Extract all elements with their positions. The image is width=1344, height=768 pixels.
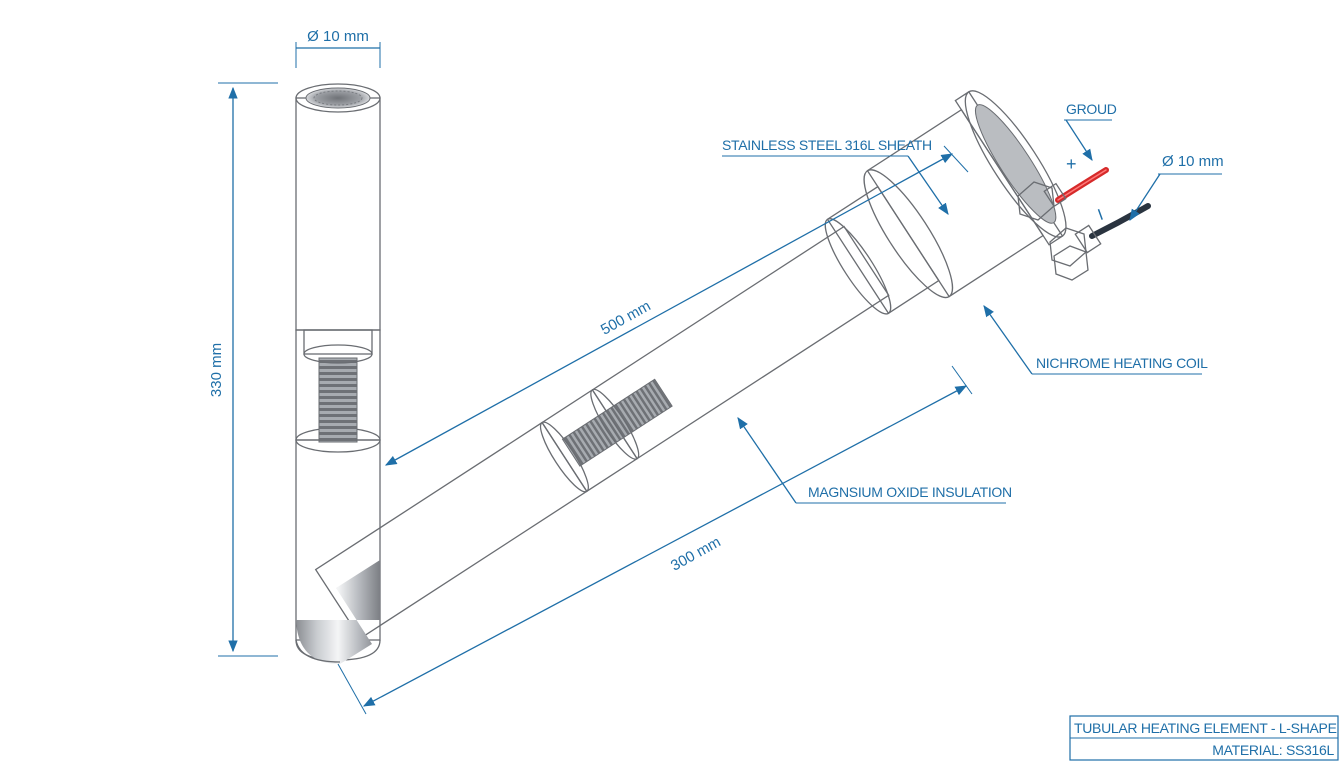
plus-sign: + (1066, 154, 1076, 174)
callout-coil: NICHROME HEATING COIL (983, 305, 1208, 375)
coil-label: NICHROME HEATING COIL (1036, 355, 1208, 371)
callout-diameter-wire: Ø 10 mm (1129, 153, 1224, 221)
title-block-material: MATERIAL: SS316L (1212, 742, 1334, 758)
minus-sign: I (1096, 207, 1106, 224)
height-label: 330 mm (208, 343, 225, 397)
diameter-top-label: Ø 10 mm (307, 28, 369, 45)
terminal-positive (1017, 167, 1109, 221)
diameter-wire-label: Ø 10 mm (1162, 153, 1224, 170)
callout-ground: GROUD (1064, 101, 1117, 161)
sheath-label: STAINLESS STEEL 316L SHEATH (722, 137, 932, 153)
ground-label: GROUD (1066, 101, 1117, 117)
callout-sheath: STAINLESS STEEL 316L SHEATH (722, 137, 949, 215)
dimension-height: 330 mm (208, 82, 278, 657)
insulation-label: MAGNSIUM OXIDE INSULATION (808, 484, 1012, 500)
dimension-length-long: 500 mm (384, 145, 969, 466)
length-long-label: 500 mm (598, 297, 654, 338)
elbow-edge (295, 639, 341, 663)
horizontal-tube (314, 90, 1067, 640)
vertical-leg (295, 83, 381, 661)
dimension-length-short: 300 mm (337, 365, 973, 715)
callout-insulation: MAGNSIUM OXIDE INSULATION (737, 417, 1012, 504)
title-block: TUBULAR HEATING ELEMENT - L-SHAPE MATERI… (1069, 715, 1339, 761)
terminal-negative (1049, 203, 1151, 281)
dimension-diameter-top: Ø 10 mm (295, 28, 381, 68)
title-block-title: TUBULAR HEATING ELEMENT - L-SHAPE (1074, 720, 1337, 736)
elbow-bend (296, 560, 380, 664)
